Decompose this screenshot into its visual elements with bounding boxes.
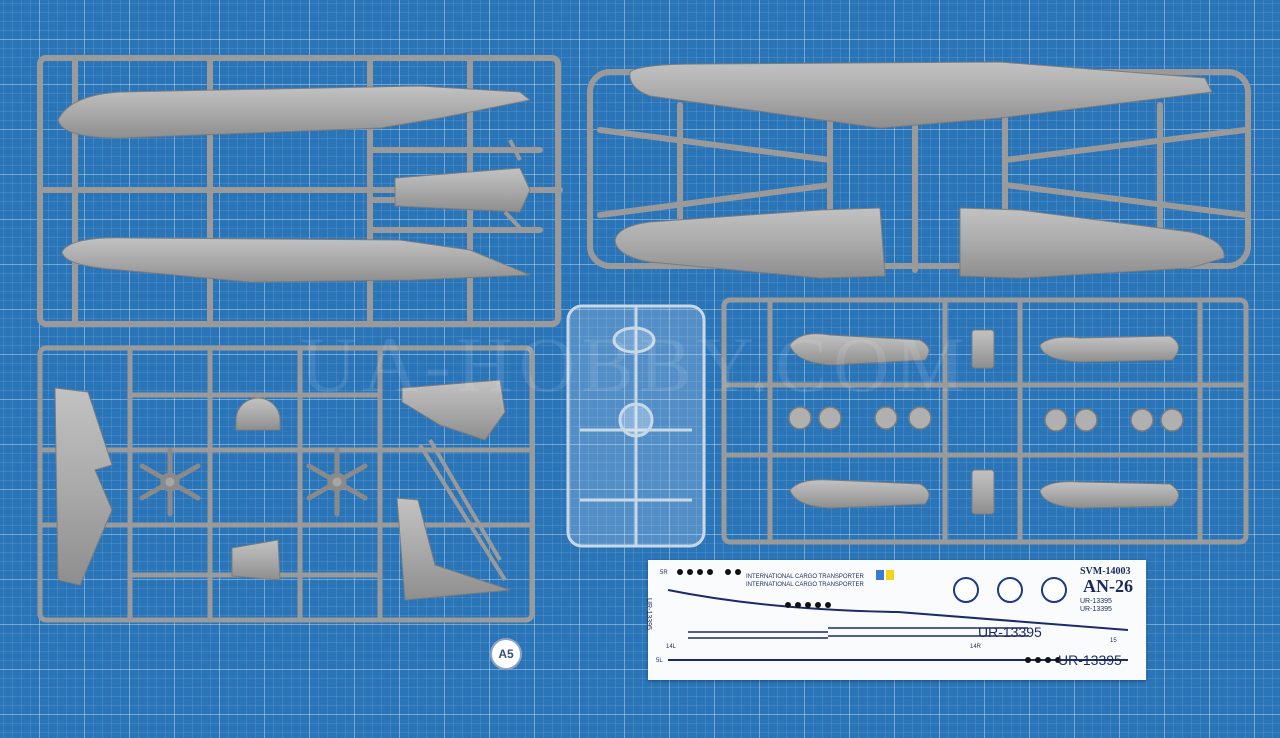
part-number-15: 15 — [1110, 638, 1117, 644]
registration-small-1: UR-13395 — [1080, 598, 1112, 605]
roundel-icons — [953, 577, 1067, 603]
clear-sprue — [566, 304, 706, 548]
part-number-14r: 14R — [970, 644, 982, 650]
part-number-14l: 14L — [666, 644, 677, 650]
registration-vertical: UR-13395 — [645, 598, 652, 630]
registration-large-1: UR-13395 — [978, 624, 1042, 640]
registration-large-2: UR-13395 — [1058, 652, 1122, 668]
stripe-text-1: INTERNATIONAL CARGO TRANSPORTER — [746, 574, 864, 580]
wing-parts — [614, 61, 1225, 279]
watermark: UA-HOBBY.COM — [300, 321, 971, 408]
decal-stripes — [667, 569, 1129, 663]
tail-parts — [54, 379, 511, 601]
part-number-5l: 5L — [656, 658, 663, 664]
wheels — [788, 406, 1184, 432]
registration-small-2: UR-13395 — [1080, 606, 1112, 613]
stripe-text-2: INTERNATIONAL CARGO TRANSPORTER — [746, 582, 864, 588]
part-number-5r: 5R — [660, 570, 668, 576]
sprue-engines-wheels — [721, 297, 1249, 545]
sprue-tail-small-parts — [37, 345, 535, 623]
fuselage-halves — [57, 85, 532, 283]
engine-nacelles — [789, 329, 1179, 515]
aircraft-title: AN-26 — [1083, 576, 1133, 596]
mat-label: A5 — [490, 638, 522, 670]
kit-number: SVM-14003 — [1080, 566, 1131, 577]
decal-sheet: SVM-14003 AN-26 INTERNATIONAL CARGO TRAN… — [645, 560, 1146, 680]
